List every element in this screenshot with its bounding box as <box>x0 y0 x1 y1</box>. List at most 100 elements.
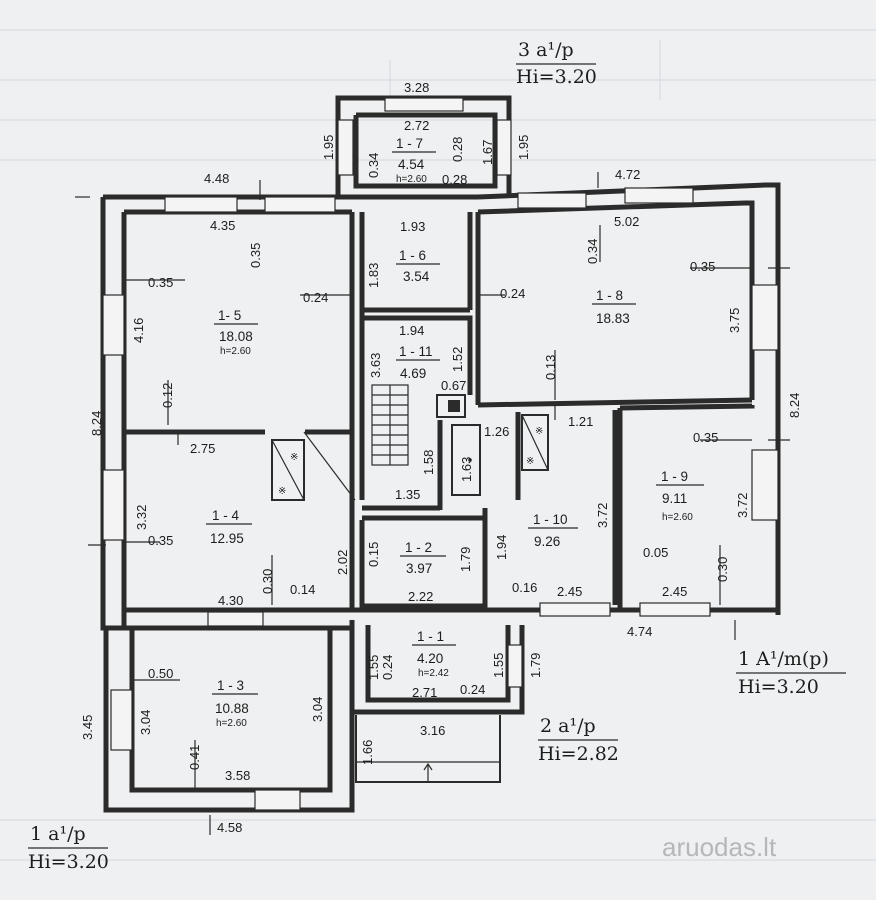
svg-text:h=2.60: h=2.60 <box>662 512 693 523</box>
label-middle-line2: Hi=2.82 <box>538 743 619 765</box>
svg-text:10.88: 10.88 <box>215 701 249 716</box>
dim-2-71: 2.71 <box>412 685 437 700</box>
room-1-9: 1 - 9 9.11 h=2.60 <box>656 469 704 523</box>
dim-0-28-bottom: 0.28 <box>442 172 467 187</box>
svg-text:12.95: 12.95 <box>210 531 244 546</box>
svg-text:※: ※ <box>526 456 534 467</box>
dim-3-04-right: 3.04 <box>310 697 325 722</box>
room-1-10: 1 - 10 9.26 <box>528 512 578 549</box>
svg-text:h=2.60: h=2.60 <box>216 718 247 729</box>
dim-1-95-right: 1.95 <box>516 135 531 160</box>
room-1-6: 1 - 6 3.54 <box>396 248 440 284</box>
dim-8-24-right: 8.24 <box>787 393 802 418</box>
dim-4-16: 4.16 <box>131 318 146 343</box>
svg-text:1 - 10: 1 - 10 <box>533 512 568 527</box>
dim-0-24-bottom: 0.24 <box>460 682 485 697</box>
dim-0-35-r18: 0.35 <box>690 259 715 274</box>
svg-text:h=2.60: h=2.60 <box>220 346 251 357</box>
dim-0-28-bay: 0.28 <box>450 137 465 162</box>
dim-0-34-r18: 0.34 <box>585 239 600 264</box>
dim-1-58: 1.58 <box>421 450 436 475</box>
dim-2-45-r19: 2.45 <box>662 584 687 599</box>
dim-0-35-r15: 0.35 <box>148 275 173 290</box>
fixtures: ※ ※ ※ ※ <box>271 394 549 782</box>
dim-1-67: 1.67 <box>480 140 495 165</box>
dim-1-63: 1.63 <box>459 457 474 482</box>
svg-text:1 - 7: 1 - 7 <box>396 136 423 151</box>
room-1-1: 1 - 1 4.20 h=2.42 <box>412 629 456 679</box>
dim-3-32: 3.32 <box>134 505 149 530</box>
paper-grid <box>0 29 876 861</box>
dimension-lines <box>75 172 790 835</box>
svg-text:h=2.42: h=2.42 <box>418 668 449 679</box>
dim-0-41: 0.41 <box>187 745 202 770</box>
dim-1-55-right: 1.55 <box>491 653 506 678</box>
dim-0-16: 0.16 <box>512 580 537 595</box>
svg-text:4.54: 4.54 <box>398 157 425 172</box>
staircase <box>371 384 409 466</box>
room-labels: 1- 5 18.08 h=2.60 1 - 6 3.54 1 - 7 4.54 … <box>206 136 704 729</box>
svg-text:9.26: 9.26 <box>534 534 560 549</box>
dim-1-95-left: 1.95 <box>321 135 336 160</box>
dim-1-79-r12: 1.79 <box>458 547 473 572</box>
svg-text:18.83: 18.83 <box>596 311 630 326</box>
dim-1-52: 1.52 <box>450 347 465 372</box>
label-right-line1: 1 A¹/m(p) <box>738 648 829 670</box>
svg-text:h=2.60: h=2.60 <box>396 174 427 185</box>
dim-1-94-r111: 1.94 <box>399 323 424 338</box>
svg-text:1 - 9: 1 - 9 <box>661 469 688 484</box>
dim-1-94-r110: 1.94 <box>494 535 509 560</box>
dim-0-35-r19: 0.35 <box>693 430 718 445</box>
dim-0-30-r14: 0.30 <box>260 569 275 594</box>
dim-0-67: 0.67 <box>441 378 466 393</box>
dim-3-75: 3.75 <box>727 308 742 333</box>
dim-2-22: 2.22 <box>408 589 433 604</box>
room-1-11: 1 - 11 4.69 <box>396 344 440 381</box>
svg-text:1 - 4: 1 - 4 <box>212 508 240 523</box>
level-labels: 3 a¹/p Hi=3.20 1 A¹/m(p) Hi=3.20 2 a¹/p … <box>28 39 846 873</box>
dim-1-79-entrance: 1.79 <box>528 653 543 678</box>
dim-1-55-left: 1.55 <box>366 655 381 680</box>
dim-1-93: 1.93 <box>400 219 425 234</box>
dim-3-63: 3.63 <box>368 353 383 378</box>
svg-text:1 - 8: 1 - 8 <box>596 288 623 303</box>
dim-2-45-r110: 2.45 <box>557 584 582 599</box>
dim-0-24-r15: 0.24 <box>303 290 328 305</box>
room-1-7: 1 - 7 4.54 h=2.60 <box>392 136 436 185</box>
watermark: aruodas.lt <box>662 832 777 862</box>
dim-4-72: 4.72 <box>615 167 640 182</box>
svg-text:9.11: 9.11 <box>662 491 687 506</box>
dim-3-04-left: 3.04 <box>138 710 153 735</box>
dim-0-35-top: 0.35 <box>248 243 263 268</box>
svg-text:18.08: 18.08 <box>219 329 253 344</box>
dim-4-35: 4.35 <box>210 218 235 233</box>
dim-3-16: 3.16 <box>420 723 445 738</box>
dim-3-72-r19: 3.72 <box>735 493 750 518</box>
dim-0-05: 0.05 <box>643 545 668 560</box>
label-right-line2: Hi=3.20 <box>738 676 819 698</box>
dimension-labels: 3.28 2.72 1.95 1.95 0.34 0.28 1.67 0.28 … <box>80 80 802 835</box>
svg-text:1 - 1: 1 - 1 <box>417 629 444 644</box>
windows <box>102 97 779 811</box>
room-1-3: 1 - 3 10.88 h=2.60 <box>212 678 258 729</box>
dim-1-66: 1.66 <box>360 740 375 765</box>
dim-0-35-r14: 0.35 <box>148 533 173 548</box>
dim-0-30-r19: 0.30 <box>715 557 730 582</box>
room-1-2: 1 - 2 3.97 <box>400 540 446 576</box>
svg-text:※: ※ <box>290 452 298 463</box>
dim-3-45: 3.45 <box>80 715 95 740</box>
svg-text:1 - 3: 1 - 3 <box>217 678 244 693</box>
dim-1-26: 1.26 <box>484 424 509 439</box>
dim-3-72-r110: 3.72 <box>595 503 610 528</box>
dim-0-24-r18: 0.24 <box>500 286 525 301</box>
room-1-5: 1- 5 18.08 h=2.60 <box>214 308 258 357</box>
dim-0-34-bay: 0.34 <box>366 153 381 178</box>
dim-4-30: 4.30 <box>218 593 243 608</box>
dim-0-24-entrance: 0.24 <box>380 655 395 680</box>
svg-text:1 - 11: 1 - 11 <box>399 344 433 359</box>
dim-2-75: 2.75 <box>190 441 215 456</box>
dim-2-02: 2.02 <box>335 550 350 575</box>
dim-2-72: 2.72 <box>404 118 429 133</box>
label-bottom-line1: 1 a¹/p <box>30 823 86 845</box>
svg-text:※: ※ <box>535 426 543 437</box>
